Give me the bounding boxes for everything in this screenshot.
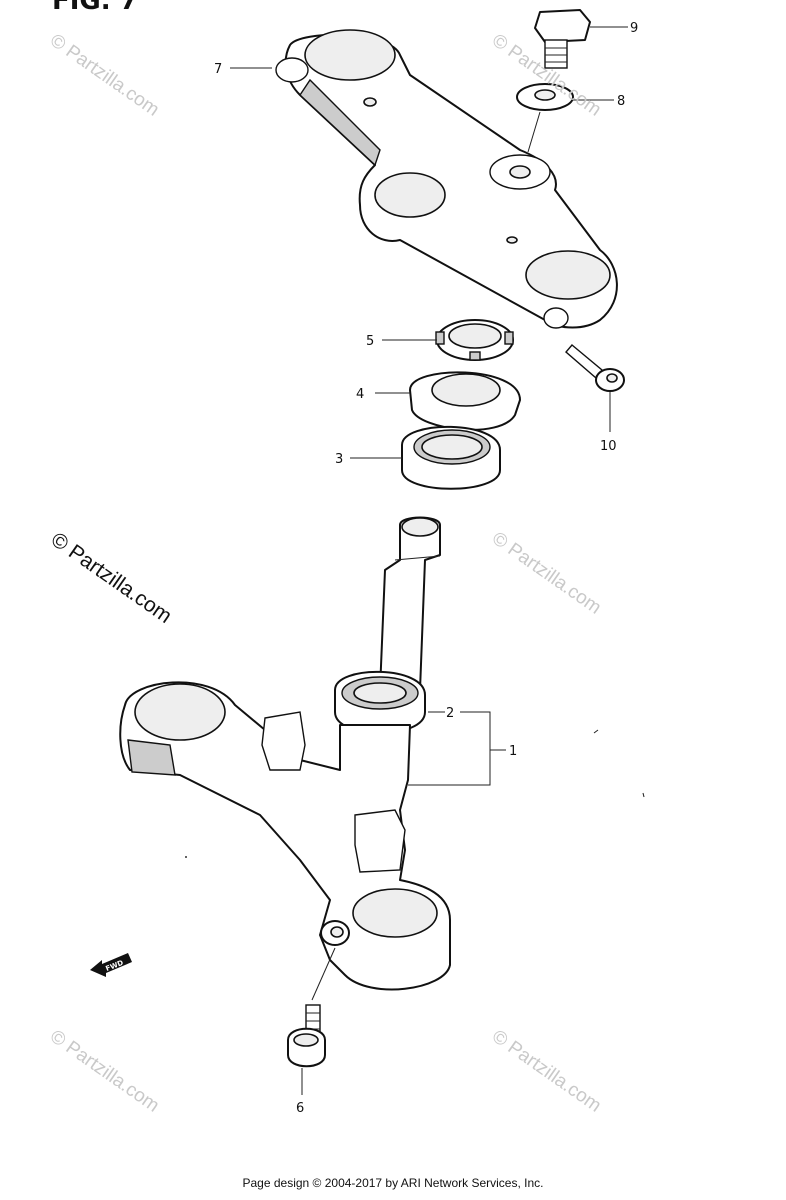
callout-8: 8 (617, 94, 625, 109)
callout-4: 4 (356, 387, 364, 402)
fwd-label: FWD (105, 959, 125, 973)
figure-title: FIG. 7 (52, 0, 138, 16)
callout-labels: 7 9 8 5 4 3 10 2 1 6 (214, 21, 638, 1116)
callout-3: 3 (335, 452, 343, 467)
race-4[interactable] (409, 371, 521, 431)
bolt-10[interactable] (565, 344, 625, 392)
callout-7: 7 (214, 62, 222, 77)
forward-arrow-icon: FWD (88, 948, 138, 983)
callout-2: 2 (446, 706, 454, 721)
washer-8[interactable] (516, 83, 574, 111)
callout-6: 6 (296, 1101, 304, 1116)
callout-1: 1 (509, 744, 517, 759)
lower-bracket-stem[interactable] (119, 516, 451, 991)
callout-10: 10 (600, 439, 617, 454)
footer-copyright: Page design © 2004-2017 by ARI Network S… (242, 1176, 544, 1190)
bolt-6[interactable] (287, 1004, 326, 1068)
leader-lines (230, 26, 628, 1095)
upper-bracket[interactable] (275, 29, 618, 329)
nut-5[interactable] (435, 319, 514, 361)
bolt-9[interactable] (534, 9, 591, 69)
callout-9: 9 (630, 21, 638, 36)
callout-5: 5 (366, 334, 374, 349)
bearing-3[interactable] (401, 425, 501, 490)
specks (185, 729, 645, 858)
